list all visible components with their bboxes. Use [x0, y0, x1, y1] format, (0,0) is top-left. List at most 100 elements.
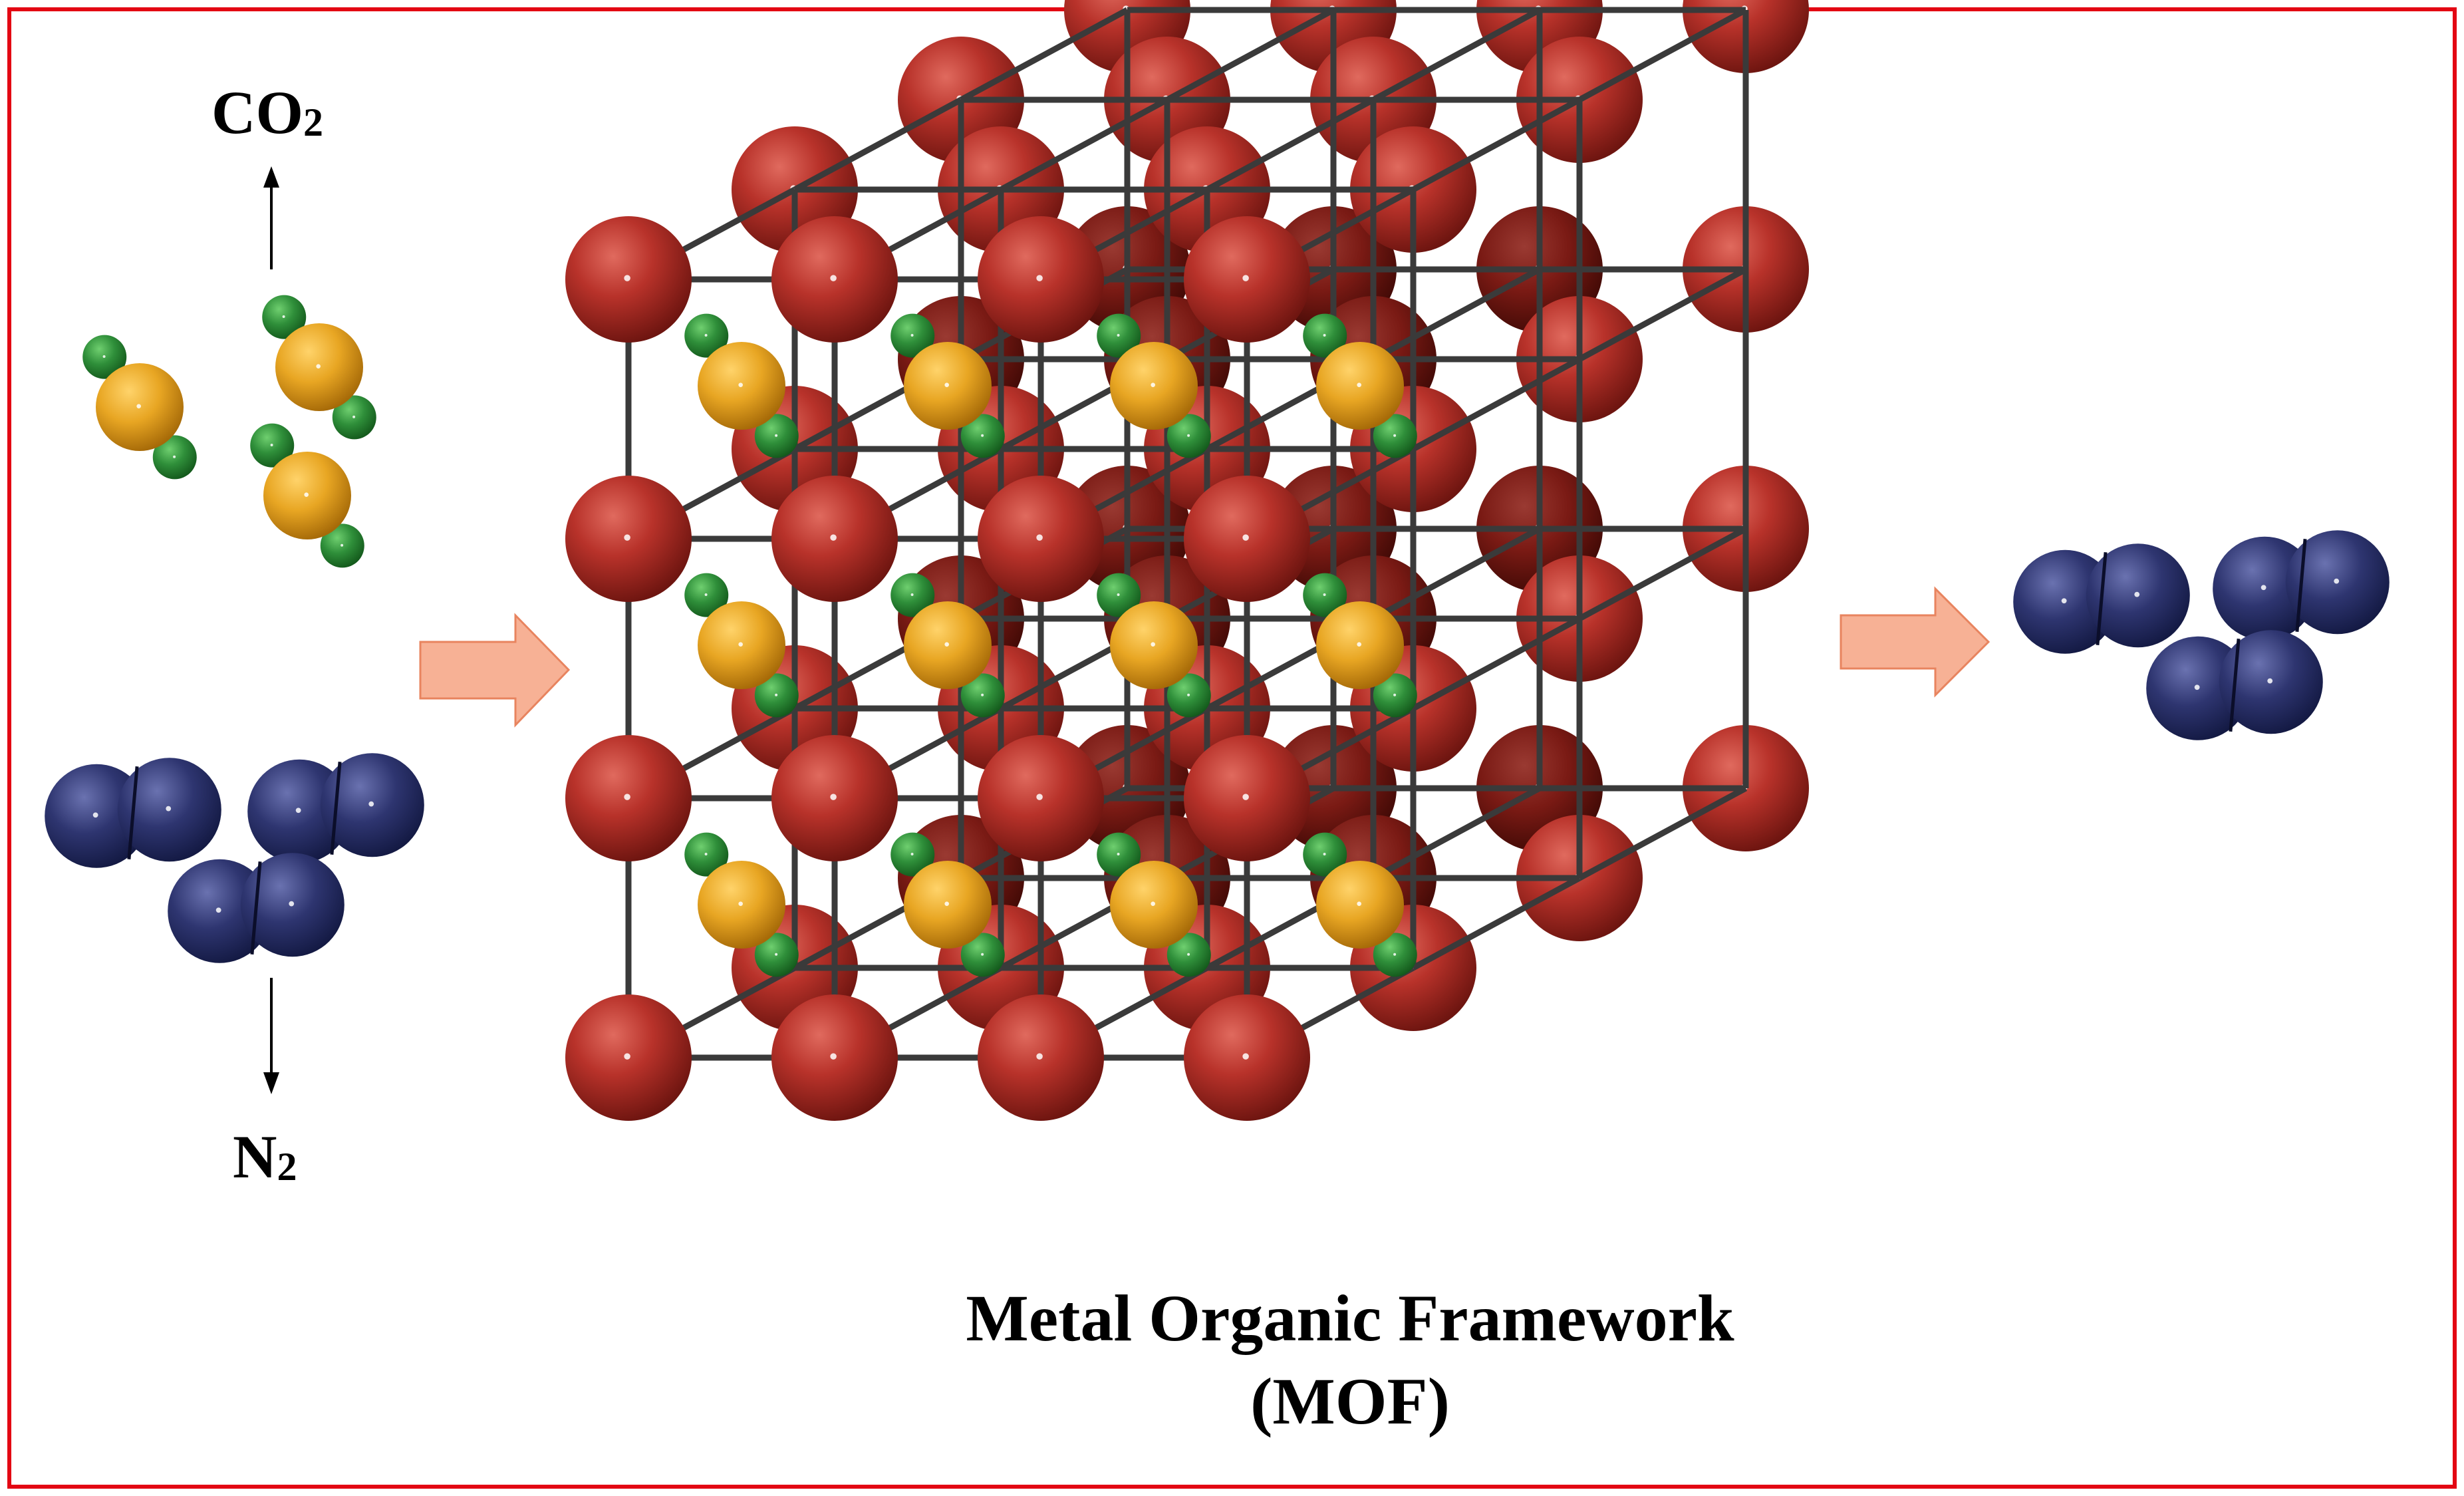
metal-node-highlight [1242, 1053, 1249, 1060]
right-arrow-icon [419, 613, 571, 728]
carbon-atom-highlight [1357, 382, 1361, 387]
co2-molecule [1097, 832, 1211, 977]
mof-title: Metal Organic Framework [966, 1281, 1734, 1355]
metal-node-highlight [830, 275, 837, 281]
carbon-atom-highlight [944, 642, 949, 647]
oxygen-atom-highlight [352, 415, 356, 418]
metal-node-highlight [624, 275, 630, 281]
co2-molecule [262, 295, 376, 440]
co2-molecule [1097, 573, 1211, 718]
oxygen-atom-highlight [1393, 434, 1397, 437]
nitrogen-atom-highlight [2260, 585, 2266, 591]
oxygen-atom-highlight [282, 315, 285, 318]
organic-linker [1371, 526, 1542, 621]
co2-molecule [1097, 313, 1211, 458]
carbon-atom-highlight [1357, 642, 1361, 647]
n2-bond [2229, 639, 2241, 732]
carbon-atom-highlight [738, 901, 743, 906]
oxygen-atom-highlight [981, 953, 984, 956]
metal-node-highlight [1242, 275, 1249, 281]
oxygen-atom-highlight [775, 434, 778, 437]
n2-molecules-input [45, 753, 424, 963]
oxygen-atom-highlight [1323, 593, 1326, 596]
nitrogen-atom-highlight [289, 901, 295, 907]
co2-molecule [890, 573, 1005, 718]
oxygen-atom-highlight [1117, 333, 1120, 337]
oxygen-atom-highlight [1117, 593, 1120, 596]
metal-node-highlight [1036, 275, 1043, 281]
n2-bond [2295, 539, 2307, 632]
nitrogen-atom-highlight [92, 812, 98, 818]
metal-node-highlight [830, 534, 837, 541]
co2-molecule [684, 313, 799, 458]
oxygen-atom-highlight [704, 333, 708, 337]
co2-molecule [250, 423, 364, 568]
nitrogen-atom-highlight [368, 801, 374, 807]
organic-linker [1371, 267, 1542, 362]
n2-molecules-output [2013, 530, 2390, 740]
nitrogen-atom-highlight [166, 806, 172, 812]
organic-linker [1411, 875, 1581, 971]
oxygen-atom-highlight [341, 543, 344, 547]
metal-node-highlight [1036, 1053, 1043, 1060]
n2-molecule [247, 753, 424, 863]
nitrogen-atom-highlight [2194, 684, 2200, 690]
n2-molecule [2213, 530, 2390, 641]
organic-linker [1411, 616, 1581, 711]
oxygen-atom-highlight [1393, 693, 1397, 696]
metal-node-highlight [1242, 534, 1249, 541]
metal-organic-framework-lattice [565, 0, 1809, 1121]
up-arrow-icon [263, 166, 279, 269]
carbon-atom-highlight [944, 382, 949, 387]
carbon-atom-highlight [944, 901, 949, 906]
co2-molecules-input [82, 295, 376, 568]
oxygen-atom-highlight [910, 333, 914, 337]
carbon-atom-highlight [316, 364, 321, 369]
co2-molecule [1303, 313, 1417, 458]
n2-molecule [2146, 630, 2323, 740]
co2-molecule [1303, 832, 1417, 977]
nitrogen-atom-highlight [295, 808, 301, 814]
oxygen-atom-highlight [775, 953, 778, 956]
co2-molecule [890, 832, 1005, 977]
oxygen-atom-highlight [775, 693, 778, 696]
n2-bond [250, 861, 262, 955]
carbon-atom-highlight [1151, 382, 1155, 387]
oxygen-atom-highlight [1323, 333, 1326, 337]
oxygen-atom-highlight [1187, 693, 1190, 696]
organic-linker [1577, 7, 1748, 102]
co2-molecule [684, 573, 799, 718]
organic-linker [1205, 97, 1375, 192]
nitrogen-atom-highlight [215, 907, 221, 913]
carbon-atom-highlight [738, 382, 743, 387]
carbon-atom-highlight [136, 404, 141, 408]
metal-node-highlight [624, 1053, 630, 1060]
nitrogen-atom-highlight [2134, 591, 2140, 597]
oxygen-atom-highlight [704, 593, 708, 596]
metal-node-highlight [624, 794, 630, 800]
carbon-atom-highlight [304, 492, 309, 497]
metal-node-highlight [624, 534, 630, 541]
oxygen-atom-highlight [1323, 852, 1326, 855]
co2-label: CO2 [211, 78, 323, 146]
nitrogen-atom-highlight [2334, 578, 2340, 584]
n2-label: N2 [233, 1123, 297, 1191]
carbon-atom-highlight [1151, 901, 1155, 906]
n2-molecule [45, 758, 221, 868]
n2-bond [127, 766, 139, 859]
oxygen-atom-highlight [910, 852, 914, 855]
oxygen-atom-highlight [704, 852, 708, 855]
oxygen-atom-highlight [981, 693, 984, 696]
organic-linker [1411, 357, 1581, 452]
carbon-atom-highlight [1151, 642, 1155, 647]
organic-linker [1371, 7, 1542, 102]
carbon-atom-highlight [1357, 901, 1361, 906]
organic-linker [1577, 526, 1748, 621]
oxygen-atom-highlight [173, 455, 176, 458]
carbon-atom-highlight [738, 642, 743, 647]
oxygen-atom-highlight [1187, 434, 1190, 437]
organic-linker [959, 7, 1129, 102]
organic-linker [1411, 97, 1581, 192]
organic-linker [999, 97, 1169, 192]
co2-molecule [890, 313, 1005, 458]
